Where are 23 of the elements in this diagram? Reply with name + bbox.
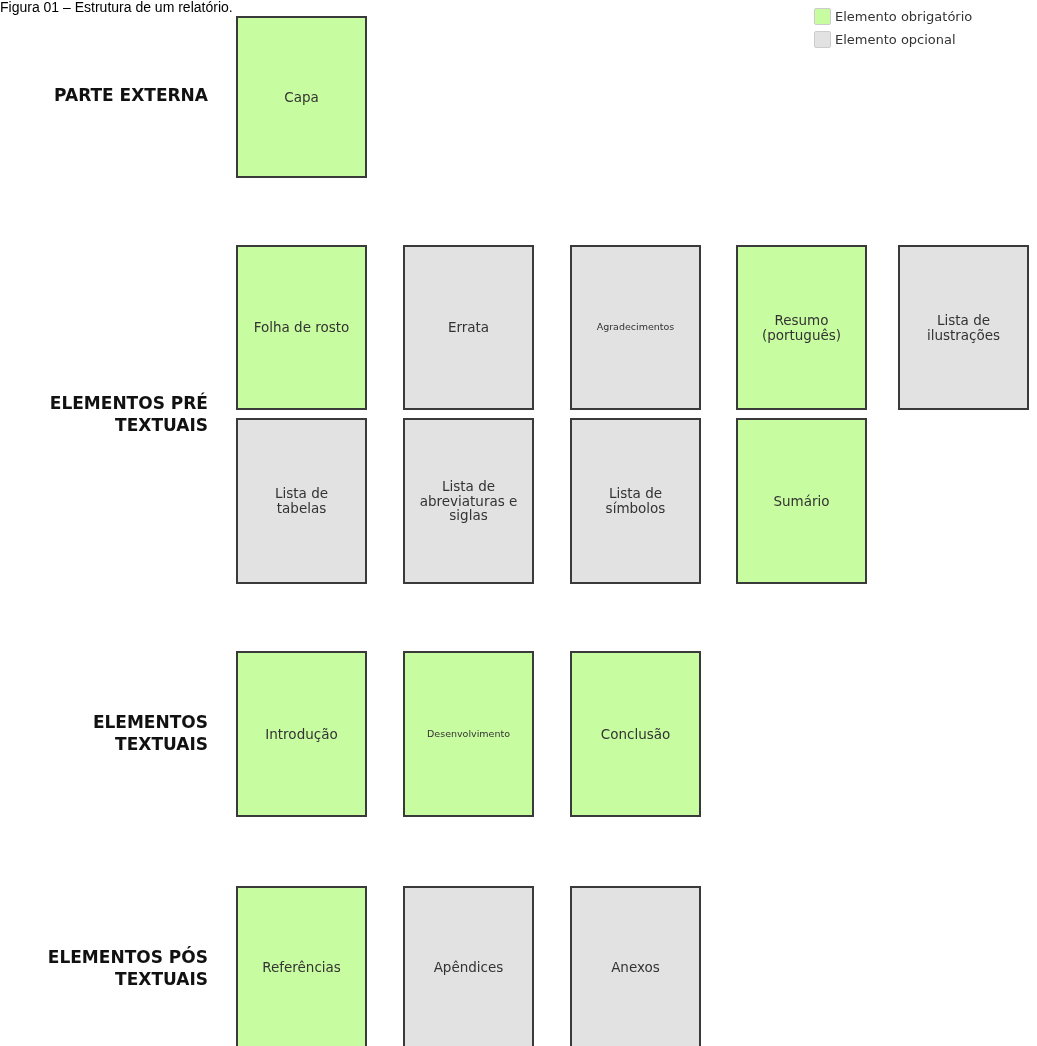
required-element-box: Conclusão bbox=[570, 651, 701, 817]
section-heading: ELEMENTOS TEXTUAIS bbox=[91, 710, 208, 756]
optional-element-box: Lista de tabelas bbox=[236, 418, 367, 584]
optional-element-box: Lista de ilustrações bbox=[898, 245, 1029, 410]
optional-element-box: Lista de símbolos bbox=[570, 418, 701, 584]
optional-element-box: Anexos bbox=[570, 886, 701, 1046]
required-element-box: Folha de rosto bbox=[236, 245, 367, 410]
required-element-box: Sumário bbox=[736, 418, 867, 584]
required-element-box: Desenvolvimento bbox=[403, 651, 534, 817]
optional-element-box: Errata bbox=[403, 245, 534, 410]
required-element-box: Referências bbox=[236, 886, 367, 1046]
figure-title: Figura 01 – Estrutura de um relatório. bbox=[0, 0, 233, 14]
legend-label: Elemento obrigatório bbox=[835, 9, 973, 24]
section-heading: ELEMENTOS PRÉ TEXTUAIS bbox=[48, 391, 208, 437]
optional-element-box: Agradecimentos bbox=[570, 245, 701, 410]
optional-element-box: Apêndices bbox=[403, 886, 534, 1046]
section-heading: ELEMENTOS PÓS TEXTUAIS bbox=[46, 945, 208, 991]
section-heading: PARTE EXTERNA bbox=[53, 83, 208, 107]
required-element-box: Introdução bbox=[236, 651, 367, 817]
required-element-box: Resumo (português) bbox=[736, 245, 867, 410]
optional-element-box: Lista de abreviaturas e siglas bbox=[403, 418, 534, 584]
legend-label: Elemento opcional bbox=[835, 32, 956, 47]
required-element-box: Capa bbox=[236, 16, 367, 178]
